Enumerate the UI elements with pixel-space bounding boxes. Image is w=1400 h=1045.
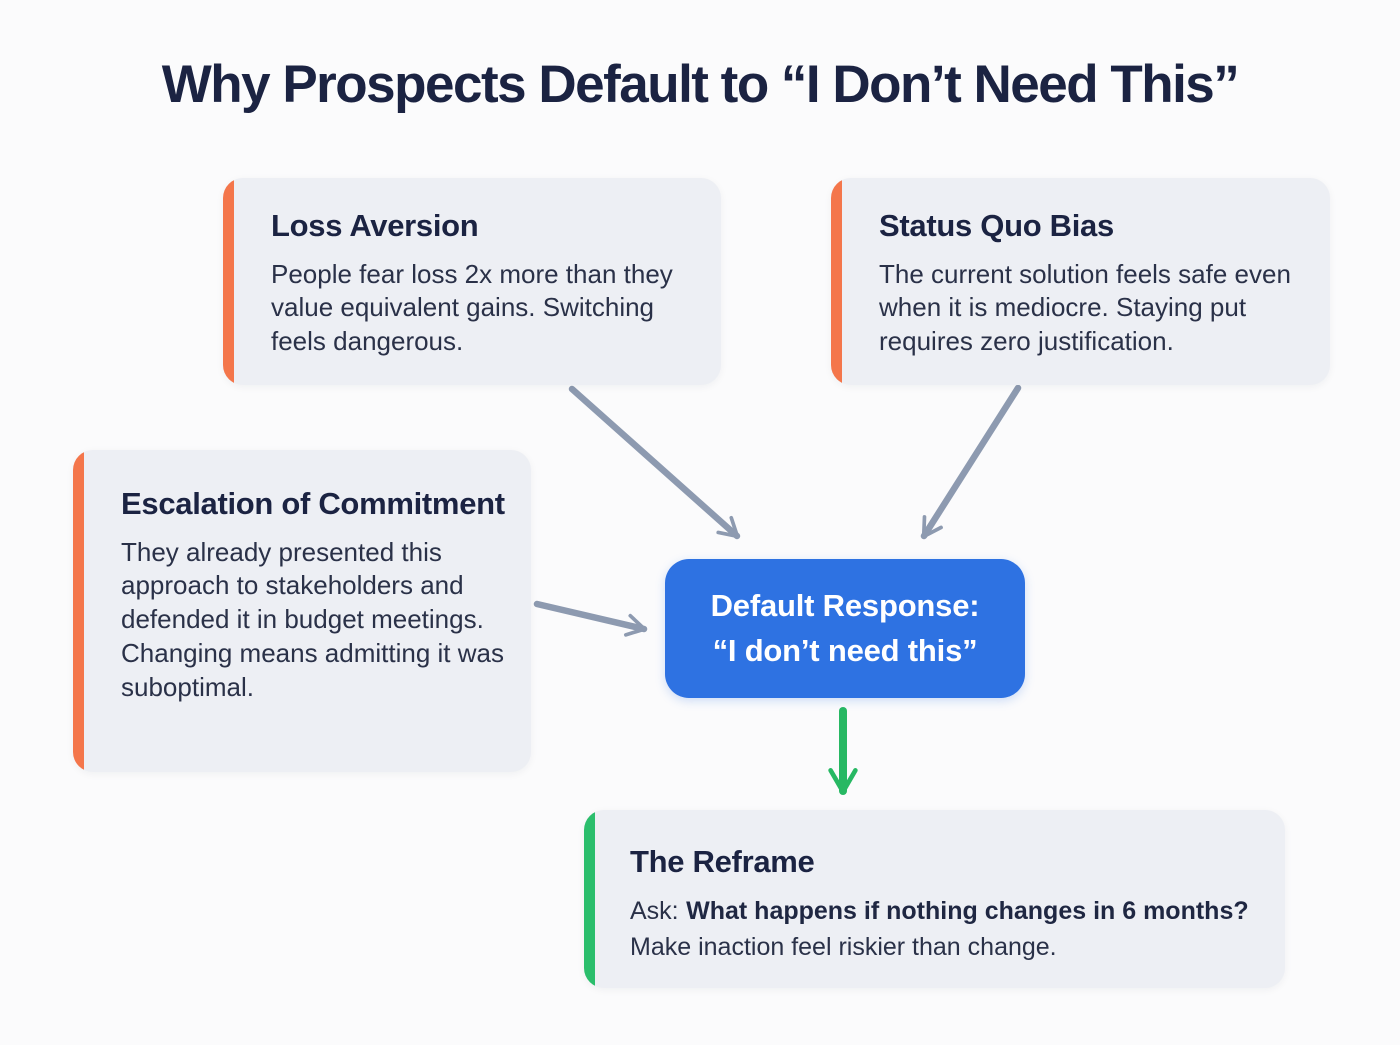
reframe-follow-up: Make inaction feel riskier than change. bbox=[630, 932, 1057, 961]
card-status-quo-bias: Status Quo Bias The current solution fee… bbox=[831, 178, 1330, 385]
card-title: Loss Aversion bbox=[271, 208, 479, 243]
card-escalation-of-commitment: Escalation of Commitment They already pr… bbox=[73, 450, 531, 772]
card-title: The Reframe bbox=[630, 844, 815, 879]
reframe-ask-prefix: Ask: bbox=[630, 896, 679, 925]
card-body: The current solution feels safe even whe… bbox=[879, 258, 1291, 357]
card-title: Escalation of Commitment bbox=[121, 486, 505, 521]
page-title: Why Prospects Default to “I Don’t Need T… bbox=[161, 55, 1240, 114]
arrow-escalation-to-default bbox=[533, 600, 648, 637]
reframe-ask-line: Ask:What happens if nothing changes in 6… bbox=[630, 897, 1271, 926]
arrow-status-to-default bbox=[920, 384, 1022, 540]
card-body: They already presented this approach to … bbox=[121, 536, 504, 702]
card-body: People fear loss 2x more than they value… bbox=[271, 258, 673, 357]
default-response-line2: “I don’t need this” bbox=[712, 632, 978, 668]
card-accent-bar bbox=[584, 810, 595, 988]
default-response-line1: Default Response: bbox=[710, 588, 980, 624]
card-accent-bar bbox=[831, 178, 842, 385]
card-loss-aversion: Loss Aversion People fear loss 2x more t… bbox=[223, 178, 721, 385]
card-accent-bar bbox=[73, 450, 84, 772]
arrow-loss-to-default bbox=[568, 385, 741, 540]
card-accent-bar bbox=[223, 178, 234, 385]
card-the-reframe: The Reframe Ask:What happens if nothing … bbox=[584, 810, 1285, 988]
card-title: Status Quo Bias bbox=[879, 208, 1114, 243]
reframe-ask-question: What happens if nothing changes in 6 mon… bbox=[686, 896, 1249, 925]
default-response-node: Default Response: “I don’t need this” bbox=[665, 559, 1025, 698]
